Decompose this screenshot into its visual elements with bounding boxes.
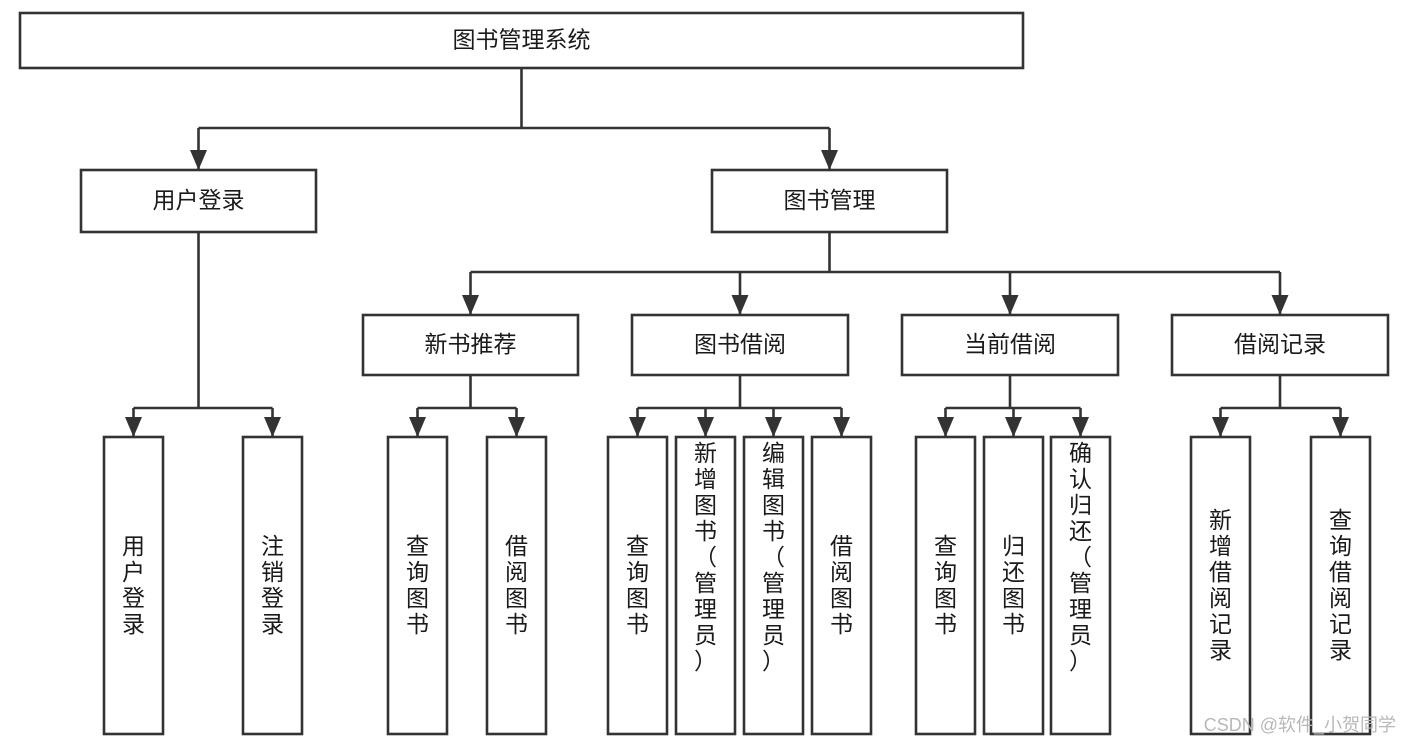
node-label: 编辑图书（管理员） [762,440,785,674]
node-box[interactable] [914,435,977,736]
arrow-head-icon [190,150,207,170]
node-box[interactable] [710,168,949,234]
node-leaf5[interactable]: 查询图书 [606,435,669,736]
node-box[interactable] [386,435,449,736]
node-label: 借阅图书 [830,533,853,637]
connector-borrow-record-to-leaves [1212,375,1349,437]
node-label: 查询借阅记录 [1329,507,1352,663]
node-box[interactable] [1170,313,1390,377]
arrow-head-icon [629,417,646,437]
node-box[interactable] [485,435,548,736]
node-box[interactable] [79,168,318,234]
node-label: 归还图书 [1002,533,1025,637]
node-box[interactable] [900,313,1120,377]
arrow-head-icon [821,150,838,170]
node-label: 查询图书 [626,533,649,637]
csdn-watermark: CSDN @软件_小贺同学 [1204,715,1396,736]
connector-current-borrow-to-leaves [937,375,1089,437]
node-l2a[interactable]: 新书推荐 [361,313,580,377]
node-box[interactable] [674,435,737,736]
node-l2c[interactable]: 当前借阅 [900,313,1120,377]
node-label: 新增图书（管理员） [694,440,717,674]
arrow-head-icon [1005,417,1022,437]
node-label: 图书管理系统 [453,27,591,53]
node-leaf9[interactable]: 查询图书 [914,435,977,736]
node-label: 图书借阅 [694,331,786,357]
node-box[interactable] [606,435,669,736]
arrow-head-icon [1212,417,1229,437]
arrow-head-icon [1001,295,1019,315]
arrow-head-icon [697,417,714,437]
node-leaf4[interactable]: 借阅图书 [485,435,548,736]
node-box[interactable] [1049,435,1112,736]
node-box[interactable] [742,435,805,736]
arrow-head-icon [1332,417,1349,437]
node-label: 借阅记录 [1234,331,1326,357]
node-label: 查询图书 [934,533,957,637]
node-label: 图书管理 [784,187,876,213]
node-box[interactable] [1189,435,1252,736]
node-label: 注销登录 [261,533,284,637]
node-box[interactable] [810,435,873,736]
node-label: 用户登录 [122,533,145,637]
arrow-head-icon [264,417,281,437]
node-label: 用户登录 [153,187,245,213]
node-layer: 图书管理系统用户登录图书管理新书推荐图书借阅当前借阅借阅记录用户登录注销登录查询… [18,11,1390,736]
connector-layer [125,68,1349,437]
connector-book-management-to-level2 [462,232,1289,315]
arrow-head-icon [937,417,954,437]
node-leaf7[interactable]: 编辑图书（管理员） [742,435,805,736]
node-l2d[interactable]: 借阅记录 [1170,313,1390,377]
node-leaf1[interactable]: 用户登录 [102,435,165,736]
arrow-head-icon [1072,417,1089,437]
arrow-head-icon [508,417,525,437]
arrow-head-icon [731,295,749,315]
node-leaf3[interactable]: 查询图书 [386,435,449,736]
arrow-head-icon [765,417,782,437]
connector-root-to-level1 [190,68,838,170]
node-box[interactable] [18,11,1025,70]
node-leaf11[interactable]: 确认归还（管理员） [1049,435,1112,736]
node-leaf13[interactable]: 查询借阅记录 [1309,435,1372,736]
node-label: 当前借阅 [964,331,1056,357]
node-label: 新增借阅记录 [1209,507,1232,663]
node-l1a[interactable]: 用户登录 [79,168,318,234]
node-leaf12[interactable]: 新增借阅记录 [1189,435,1252,736]
node-leaf2[interactable]: 注销登录 [241,435,304,736]
node-label: 确认归还（管理员） [1069,440,1092,674]
node-root[interactable]: 图书管理系统 [18,11,1025,70]
arrow-head-icon [409,417,426,437]
node-label: 查询图书 [406,533,429,637]
connector-book-borrow-to-leaves [629,375,850,437]
node-box[interactable] [102,435,165,736]
node-box[interactable] [361,313,580,377]
node-box[interactable] [1309,435,1372,736]
arrow-head-icon [462,295,479,315]
node-label: 新书推荐 [425,331,517,357]
node-box[interactable] [630,313,850,377]
node-label: 借阅图书 [505,533,528,637]
connector-new-book-to-leaves [409,375,525,437]
node-leaf6[interactable]: 新增图书（管理员） [674,435,737,736]
node-box[interactable] [241,435,304,736]
node-leaf10[interactable]: 归还图书 [982,435,1045,736]
node-box[interactable] [982,435,1045,736]
node-l1b[interactable]: 图书管理 [710,168,949,234]
arrow-head-icon [125,417,142,437]
node-l2b[interactable]: 图书借阅 [630,313,850,377]
node-leaf8[interactable]: 借阅图书 [810,435,873,736]
connector-user-login-to-leaves [125,232,281,437]
arrow-head-icon [833,417,850,437]
arrow-head-icon [1271,295,1289,315]
